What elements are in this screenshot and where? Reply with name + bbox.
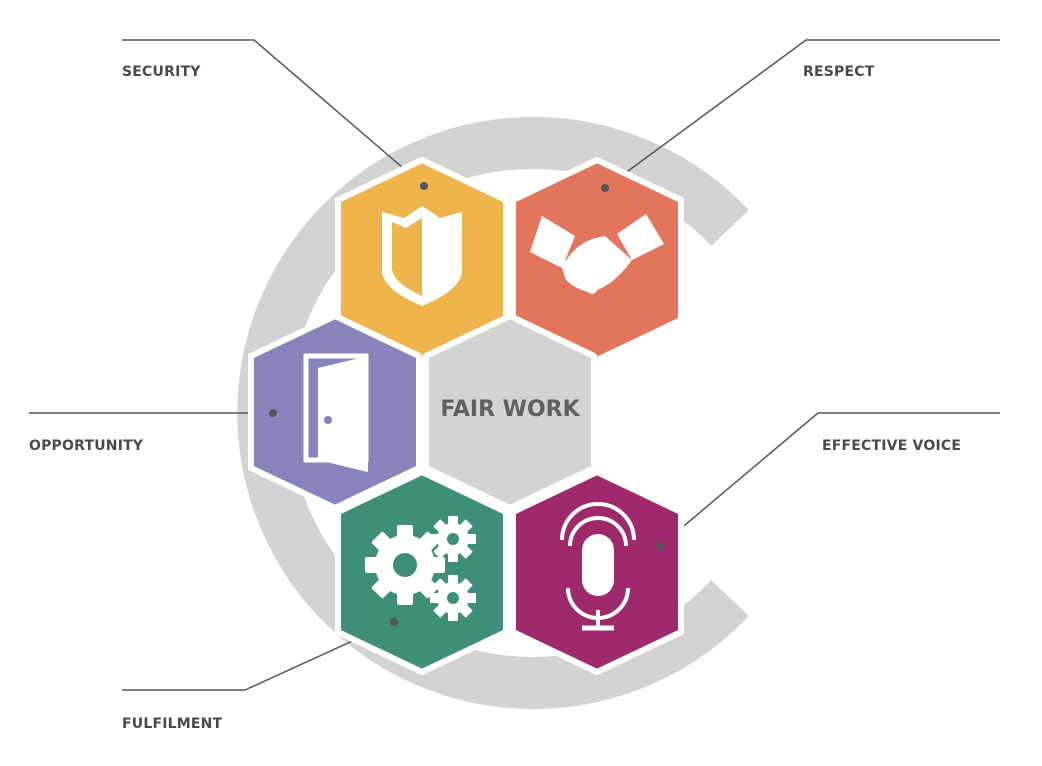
microphone-icon: [560, 502, 636, 631]
connector-effective-voice: [659, 412, 1000, 547]
connector-respect: [604, 39, 1000, 189]
gears-icon: [365, 516, 476, 621]
connector-dot-opportunity: [269, 409, 277, 417]
connector-fulfilment: [122, 621, 395, 691]
connector-security: [122, 39, 425, 187]
connector-dot-fulfilment: [390, 618, 398, 626]
hexagon-center: [423, 313, 597, 511]
handshake-icon: [530, 214, 664, 294]
shield-icon: [382, 206, 462, 306]
connector-dot-effective-voice: [656, 542, 664, 550]
connector-dot-respect: [601, 184, 609, 192]
center-label: FAIR WORK: [440, 397, 580, 422]
door-icon: [303, 353, 369, 472]
label-security: SECURITY: [122, 64, 201, 80]
label-respect: RESPECT: [803, 64, 875, 80]
connector-dot-security: [420, 182, 428, 190]
label-fulfilment: FULFILMENT: [122, 716, 223, 732]
label-effective-voice: EFFECTIVE VOICE: [822, 438, 962, 454]
label-opportunity: OPPORTUNITY: [29, 438, 144, 454]
